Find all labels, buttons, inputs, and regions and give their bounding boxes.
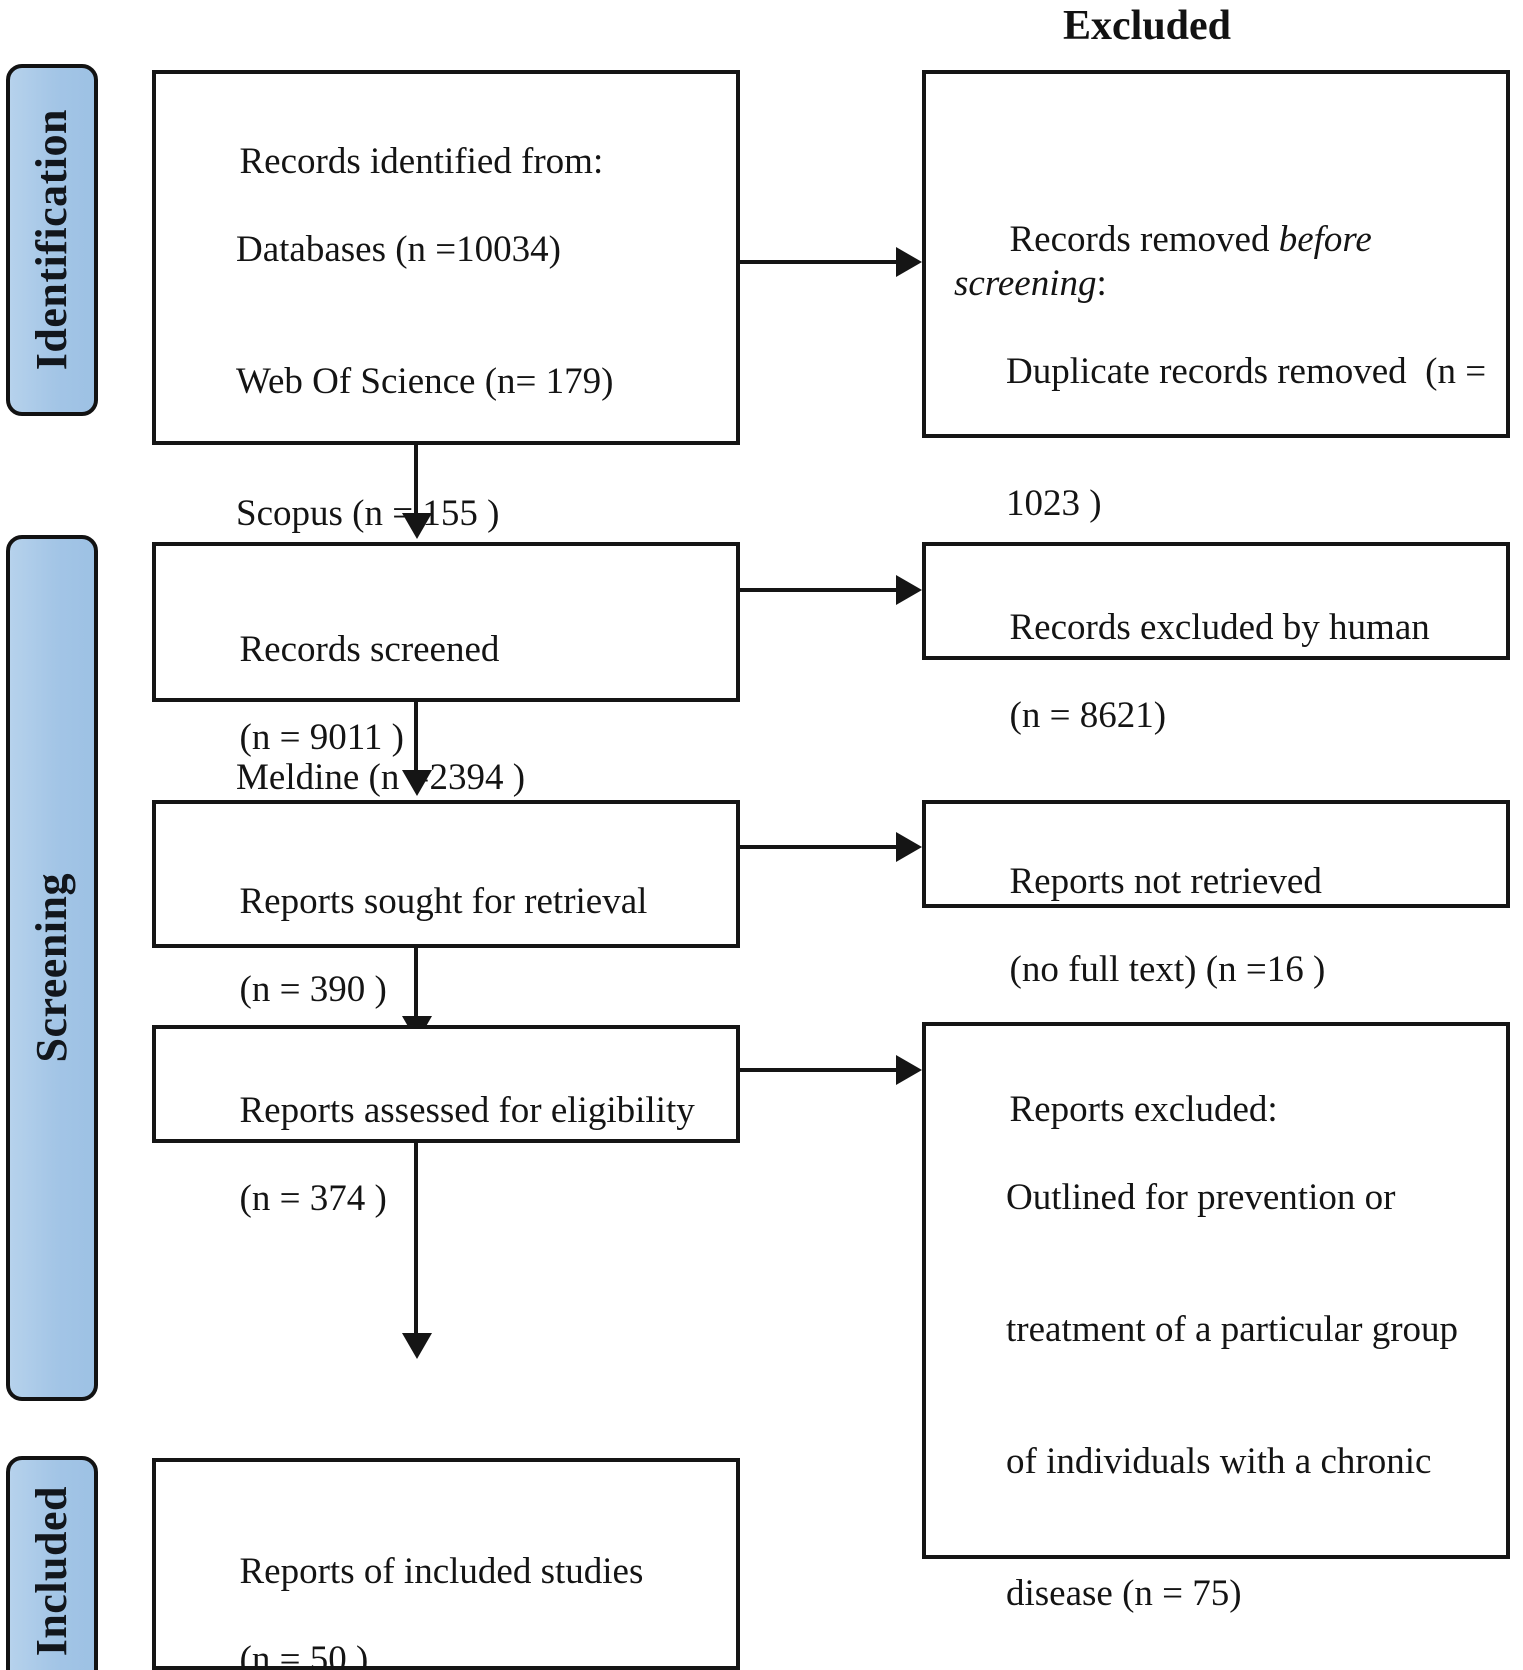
box-reports-not-retrieved: Reports not retrieved (no full text) (n …: [922, 800, 1510, 990]
records-excluded-human-line2: (n = 8621): [1009, 695, 1167, 737]
records-screened-line1: Records screened: [239, 629, 500, 671]
stage-bar-screening: Screening: [6, 535, 98, 1401]
box-reports-sought: Reports sought for retrieval (n = 390 ): [152, 800, 740, 1010]
reports-sought-line1: Reports sought for retrieval: [239, 881, 648, 923]
stage-label-identification: Identification: [27, 109, 76, 371]
records-removed-line1-post: :: [1096, 263, 1107, 305]
records-removed-line1-emphasis: before screening: [954, 219, 1382, 305]
box-reports-sought-content: Reports sought for retrieval (n = 390 ): [184, 836, 729, 1056]
reports-assessed-line1: Reports assessed for eligibility: [239, 1090, 695, 1132]
reports-assessed-line2: (n = 374 ): [239, 1178, 387, 1220]
reports-included-line2: (n = 50 ): [239, 1639, 369, 1670]
records-identified-item-2: Scopus (n = 155 ): [236, 493, 500, 535]
arrowhead-sought-to-not-retrieved: [896, 832, 922, 862]
connector-assessed-to-included: [414, 1143, 418, 1335]
records-identified-title: Records identified from:: [239, 141, 604, 183]
arrowhead-identified-to-screened: [402, 513, 432, 539]
connector-sought-to-not-retrieved: [740, 845, 898, 849]
box-reports-assessed: Reports assessed for eligibility (n = 37…: [152, 1025, 740, 1219]
reports-excluded-item-2: of individuals with a chronic: [1006, 1441, 1432, 1483]
records-identified-item-0: Databases (n =10034): [236, 229, 561, 271]
box-records-screened-content: Records screened (n = 9011 ): [184, 584, 729, 804]
box-reports-assessed-content: Reports assessed for eligibility (n = 37…: [184, 1045, 729, 1265]
records-identified-item-1: Web Of Science (n= 179): [236, 361, 614, 403]
connector-screened-to-sought: [414, 702, 418, 772]
reports-excluded-item-1: treatment of a particular group: [1006, 1309, 1459, 1351]
arrowhead-assessed-to-included: [402, 1333, 432, 1359]
box-records-identified: Records identified from: Databases (n =1…: [152, 70, 740, 930]
box-reports-excluded-content: Reports excluded: Outlined for preventio…: [954, 1044, 1506, 1670]
box-reports-included: Reports of included studies (n = 50 ): [152, 1458, 740, 1670]
arrowhead-assessed-to-excluded: [896, 1055, 922, 1085]
box-records-screened: Records screened (n = 9011 ): [152, 542, 740, 758]
reports-not-retrieved-line2: (no full text) (n =16 ): [1009, 949, 1326, 991]
box-reports-not-retrieved-content: Reports not retrieved (no full text) (n …: [954, 816, 1502, 1036]
records-removed-line1-pre: Records removed: [1009, 219, 1279, 261]
box-reports-excluded: Reports excluded: Outlined for preventio…: [922, 1022, 1510, 1614]
stage-label-screening: Screening: [27, 873, 76, 1063]
arrowhead-screened-to-sought: [402, 770, 432, 796]
reports-not-retrieved-line1: Reports not retrieved: [1009, 861, 1322, 903]
connector-identified-to-removed: [740, 260, 898, 264]
arrowhead-screened-to-excluded-human: [896, 575, 922, 605]
excluded-heading: Excluded: [1063, 3, 1232, 49]
reports-excluded-item-3: disease (n = 75): [1006, 1573, 1242, 1615]
stage-bar-identification: Identification: [6, 64, 98, 416]
connector-screened-to-excluded-human: [740, 588, 898, 592]
box-records-removed: Records removed before screening: Duplic…: [922, 70, 1510, 524]
arrowhead-identified-to-removed: [896, 247, 922, 277]
box-records-removed-content: Records removed before screening: Duplic…: [954, 174, 1502, 614]
connector-assessed-to-excluded: [740, 1068, 898, 1072]
records-removed-item-0: Duplicate records removed (n =: [1006, 351, 1487, 393]
records-screened-line2: (n = 9011 ): [239, 717, 404, 759]
reports-sought-line2: (n = 390 ): [239, 969, 387, 1011]
connector-identified-to-screened: [414, 445, 418, 515]
reports-excluded-title: Reports excluded:: [1009, 1089, 1278, 1131]
box-records-excluded-human: Records excluded by human (n = 8621): [922, 542, 1510, 736]
reports-included-line1: Reports of included studies: [239, 1551, 644, 1593]
records-excluded-human-line1: Records excluded by human: [1009, 607, 1430, 649]
records-removed-item-1: 1023 ): [1006, 483, 1102, 525]
box-records-excluded-human-content: Records excluded by human (n = 8621): [954, 562, 1502, 782]
reports-excluded-item-0: Outlined for prevention or: [1006, 1177, 1396, 1219]
stage-label-included: Included: [27, 1485, 76, 1657]
connector-sought-to-assessed: [414, 948, 418, 1018]
records-identified-item-4: Meldine (n =2394 ): [236, 757, 526, 799]
stage-bar-included: Included: [6, 1456, 98, 1670]
box-reports-included-content: Reports of included studies (n = 50 ): [184, 1506, 729, 1670]
